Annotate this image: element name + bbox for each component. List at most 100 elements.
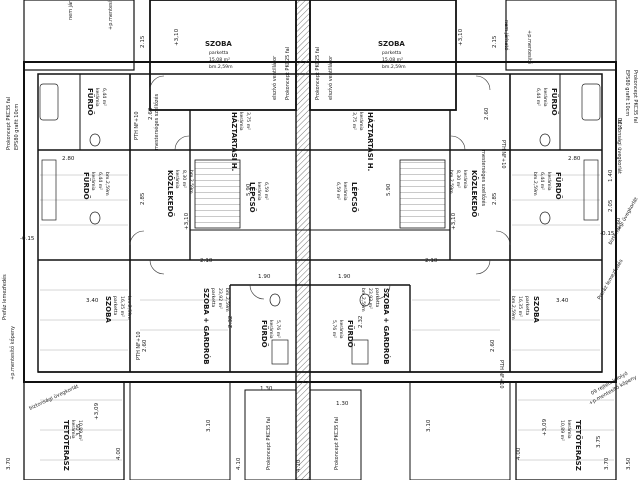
dim-label: 2.05 [608, 199, 614, 212]
dim-label: 3.40 [86, 298, 99, 304]
dim-label: +3,10 [458, 28, 464, 46]
dim-label: 2.15 [140, 35, 146, 48]
label-elszivo-right: elszívó ventillátor [327, 55, 334, 100]
room-height: bm.2,59m [510, 296, 516, 320]
room-name: TETŐTERASZ [62, 420, 71, 471]
label-pkc35-left: Prokoncept PKC35 fal [6, 97, 12, 150]
dim-label: 3.70 [604, 457, 610, 470]
staircase-right [399, 159, 446, 229]
room-furdo-upper-left: FÜRDŐ kerámia 6,44 m² [86, 88, 107, 116]
room-height: bm.2,59m [382, 64, 406, 70]
room-area: 6,44 m² [101, 88, 107, 106]
dim-label: 2.10 [425, 258, 438, 264]
room-area: 3,75 m² [245, 112, 251, 130]
walls [23, 0, 617, 480]
room-floor: parketta [209, 50, 229, 56]
room-name: FÜRDŐ [550, 88, 559, 116]
label-pkc35-right: Prokoncept PKC35 fal [632, 70, 638, 123]
room-floor: parketta [374, 288, 380, 308]
label-ptn-l2: PTH NF+10 [136, 331, 142, 360]
label-eps-left: EPS80 grafit 10cm [14, 104, 20, 150]
dim-label: 4.00 [516, 447, 522, 460]
dim-label: 3.10 [206, 419, 212, 432]
dim-label: 5.90 [386, 183, 392, 196]
label-nem-jarhato-left: nem járható [67, 0, 74, 20]
room-height: bm.2,59m [532, 172, 538, 196]
room-floor: kerámia [94, 88, 101, 107]
room-furdo-upper-right: FÜRDŐ kerámia 6,44 m² [535, 88, 559, 116]
dim-label: 1.90 [258, 274, 271, 280]
room-floor: kerámia [546, 172, 553, 191]
dim-label: 2.32 [228, 316, 234, 328]
room-area: 23,92 m² [367, 288, 373, 309]
dim-label: +3,09 [94, 402, 100, 420]
room-terasz-right: TETŐTERASZ kerámia 10,89 m² [559, 420, 583, 471]
room-area: 3,75 m² [351, 112, 357, 130]
label-biztonsagi-right-top: biztonsági üvegkorlát [616, 120, 623, 174]
room-height: bm.2,59m [224, 288, 230, 312]
label-mentesito-left: +p.mentesítő kőpeny [9, 326, 16, 380]
dim-label: +3,10 [174, 28, 180, 46]
dim-label: 4.10 [236, 457, 242, 470]
dim-label: 2.60 [148, 107, 154, 120]
dimensions: 2.15 2.15 +3,10 +3,10 2.60 2.60 2.85 2.8… [6, 28, 632, 472]
room-floor: kerámia [566, 420, 573, 439]
room-height: bm.2,59m [126, 296, 132, 320]
dim-label: 4.00 [116, 447, 122, 460]
dim-label: 1.60 [616, 217, 622, 230]
room-name: SZOBA + GARDRÓB [382, 288, 391, 365]
door-swings [129, 75, 511, 300]
room-name: TETŐTERASZ [574, 420, 583, 471]
room-area: 10,89 m² [77, 420, 83, 441]
dim-label: 3.70 [6, 457, 12, 470]
room-name: KÖZLEKEDŐ [166, 170, 175, 217]
label-pkc35-bottom-r: Prokoncept PKC35 fal [334, 417, 340, 470]
room-furdo-bottom-left: FÜRDŐ kerámia 5,76 m² [260, 320, 281, 348]
room-szoba-top-right: SZOBA parketta 15,08 m² bm.2,59m [378, 40, 406, 70]
room-floor: parketta [382, 50, 402, 56]
label-prefaz-left: Prefáz lemezfedés [1, 274, 8, 320]
dim-label: 3.75 [596, 435, 602, 448]
label-ptn-r1: PTH NF+10 [500, 140, 506, 169]
label-biztonsagi-left: biztonsági üvegkorlát [28, 383, 80, 412]
room-szoba-mid-left: SZOBA parketta 16,35 m² bm.2,59m [104, 296, 132, 323]
dim-label: 2.85 [492, 192, 498, 205]
room-area: 8,30 m² [181, 170, 187, 188]
room-floor: kerámia [90, 172, 97, 191]
room-floor: kerámia [256, 182, 263, 201]
label-elszivo-left: elszívó ventillátor [271, 55, 278, 100]
dim-label: 2.15 [492, 35, 498, 48]
label-ptn-r2: PTH NF+10 [498, 360, 504, 389]
room-name: SZOBA [532, 296, 540, 323]
dim-label: 3.05 [76, 423, 82, 436]
dim-label: -0.15 [600, 231, 615, 237]
room-area: 6,44 m² [539, 172, 545, 190]
label-bizt-short-left: +p.mentesítő [107, 0, 114, 30]
label-pkc35-bottom-l: Prokoncept PKC35 fal [266, 417, 272, 470]
dim-label: 4.10 [296, 459, 302, 472]
room-name: FÜRDŐ [260, 320, 269, 348]
room-height: bm.2,59m [209, 64, 233, 70]
room-name: HÁZTARTÁSI H. [366, 112, 375, 171]
room-floor: kerámia [338, 320, 345, 339]
room-kozlekedo-left: KÖZLEKEDŐ kerámia 8,30 m² bm.2,59m [166, 170, 194, 217]
room-area: 10,89 m² [559, 420, 565, 441]
dim-label: 2.85 [140, 192, 146, 205]
room-area: 15,08 m² [209, 57, 230, 63]
dim-label: 1.20 [618, 117, 624, 130]
room-floor: kerámia [342, 182, 349, 201]
label-szellozo-right: mesterséges szellőzés [480, 150, 487, 207]
room-height: bm.2,59m [448, 170, 454, 194]
room-szoba-mid-right: SZOBA parketta 16,35 m² bm.2,59m [510, 296, 540, 323]
dim-label: 1.90 [338, 274, 351, 280]
room-haztartasi-left: HÁZTARTÁSI H. kerámia 3,75 m² [230, 112, 251, 171]
label-ptn-l1: PTH NF+10 [134, 111, 140, 140]
room-furdo-mid-right: FÜRDŐ kerámia 6,44 m² bm.2,59m [532, 172, 563, 200]
room-name: SZOBA [378, 40, 405, 48]
label-nem-jarhato-right: nem járható [503, 20, 510, 50]
dim-label: +3,10 [451, 212, 457, 230]
room-gardrob-right: SZOBA + GARDRÓB parketta 23,92 m² bm.2,5… [360, 288, 391, 365]
room-floor: kerámia [542, 88, 549, 107]
room-terasz-left: TETŐTERASZ kerámia 10,89 m² [62, 420, 83, 471]
